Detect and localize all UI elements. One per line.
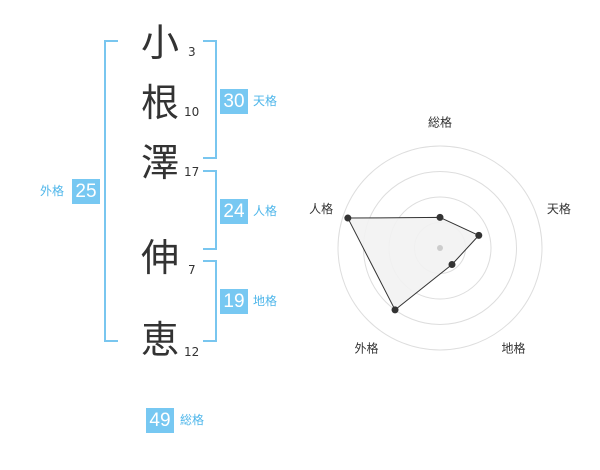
soukaku-score-badge: 49: [146, 408, 174, 433]
gaikaku-score-badge: 25: [72, 179, 100, 204]
radar-axis-label: 外格: [355, 341, 379, 356]
radar-point-1: [436, 213, 444, 221]
stroke-count-3: 17: [184, 165, 200, 179]
gaikaku-label: 外格: [40, 184, 65, 198]
radar-center-point: [437, 245, 443, 251]
name-char-5: 恵: [140, 318, 179, 362]
name-char-2: 根: [140, 81, 179, 125]
jinkaku-score-badge: 24: [220, 199, 248, 224]
radar-point-4: [391, 306, 399, 314]
chikaku-score-badge: 19: [220, 289, 248, 314]
radar-ring-4: [337, 145, 543, 351]
gaikaku-bracket: [104, 40, 118, 342]
tenkaku-label: 天格: [253, 94, 278, 108]
radar-axis-label: 人格: [309, 201, 333, 216]
radar-axis-label: 地格: [501, 341, 525, 356]
name-char-3: 澤: [140, 141, 179, 185]
radar-point-2: [475, 231, 483, 239]
radar-area: [347, 216, 480, 311]
stroke-count-2: 10: [184, 105, 200, 119]
tenkaku-bracket: [203, 40, 217, 159]
name-char-1: 小: [140, 21, 179, 65]
jinkaku-label: 人格: [253, 204, 278, 218]
stroke-count-5: 12: [184, 345, 200, 359]
radar-point-3: [448, 261, 456, 269]
jinkaku-bracket: [203, 170, 217, 250]
tenkaku-score-badge: 30: [220, 89, 248, 114]
stroke-count-1: 3: [188, 45, 196, 59]
chikaku-label: 地格: [253, 294, 278, 308]
stroke-count-4: 7: [188, 263, 196, 277]
radar-axis-label: 総格: [428, 115, 452, 130]
name-char-4: 伸: [140, 236, 179, 280]
radar-axis-label: 天格: [547, 201, 571, 216]
radar-point-5: [344, 214, 352, 222]
soukaku-label: 総格: [180, 413, 205, 427]
chikaku-bracket: [203, 260, 217, 342]
